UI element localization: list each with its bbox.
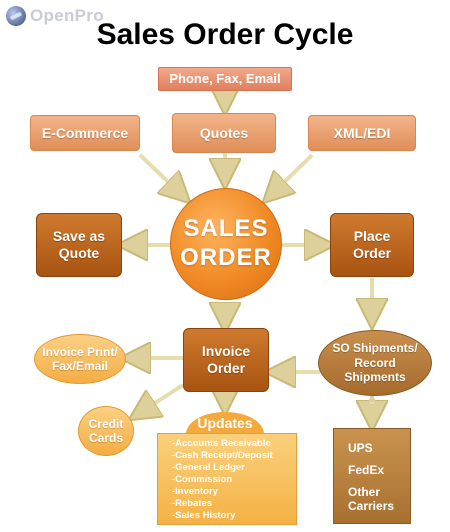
- updates-item: -Sales History: [172, 510, 236, 521]
- so-shipments-line1: SO Shipments/: [332, 341, 418, 356]
- carrier-other: Other: [348, 485, 381, 499]
- sales-order-label-line2: ORDER: [180, 244, 272, 271]
- xml-edi-box: XML/EDI: [308, 115, 416, 151]
- arrow-invoice-credit: [135, 383, 185, 416]
- openpro-logo: OpenPro: [6, 6, 104, 26]
- so-shipments-oval: SO Shipments/ Record Shipments: [318, 330, 432, 396]
- invoice-order-line2: Order: [206, 360, 246, 376]
- arrow-carriers-shipments-head: [368, 394, 376, 402]
- place-order-line1: Place: [353, 228, 391, 245]
- quotes-box: Quotes: [172, 113, 276, 153]
- sales-order-label-line1: SALES: [183, 215, 269, 243]
- carrier-carriers: Carriers: [348, 499, 395, 513]
- invoice-print-line2: Fax/Email: [51, 359, 109, 373]
- updates-list: -Accounts Receivable -Cash Receipt/Depos…: [157, 433, 297, 525]
- updates-item: -Inventory: [172, 486, 218, 497]
- sales-order-circle: SALES ORDER: [170, 188, 282, 300]
- globe-icon: [6, 6, 26, 26]
- arrow-xml-sales: [268, 153, 314, 198]
- ecommerce-box: E-Commerce: [30, 115, 140, 151]
- so-shipments-line3: Shipments: [344, 370, 406, 385]
- save-as-quote-box: Save as Quote: [36, 213, 122, 277]
- updates-item: -Rebates: [172, 498, 213, 509]
- updates-item: -Commission: [172, 474, 233, 485]
- credit-cards-line2: Cards: [88, 431, 123, 445]
- updates-item: -Cash Receipt/Deposit: [172, 450, 273, 461]
- place-order-box: Place Order: [330, 213, 414, 277]
- invoice-print-line1: Invoice Print/: [42, 344, 118, 359]
- page-title: Sales Order Cycle: [96, 18, 354, 51]
- carrier-fedex: FedEx: [348, 463, 385, 477]
- phone-fax-email-box: Phone, Fax, Email: [158, 67, 292, 91]
- invoice-order-line1: Invoice: [201, 343, 251, 360]
- credit-cards-oval: Credit Cards: [78, 406, 134, 456]
- save-as-quote-line1: Save as: [52, 228, 106, 245]
- credit-cards-line1: Credit: [88, 416, 124, 431]
- logo-text: OpenPro: [30, 6, 104, 25]
- so-shipments-line2: Record: [354, 355, 396, 370]
- updates-item: -Accounts Receivable: [172, 438, 271, 449]
- updates-item: -General Ledger: [172, 462, 245, 473]
- updates-header: Updates: [186, 412, 264, 434]
- carrier-ups: UPS: [348, 441, 373, 455]
- arrow-ecommerce-sales: [138, 153, 185, 198]
- save-as-quote-line2: Quote: [58, 245, 100, 261]
- carriers-box: UPS FedEx Other Carriers: [333, 428, 411, 524]
- place-order-line2: Order: [352, 245, 392, 261]
- invoice-order-box: Invoice Order: [183, 328, 269, 392]
- invoice-print-oval: Invoice Print/ Fax/Email: [34, 334, 126, 384]
